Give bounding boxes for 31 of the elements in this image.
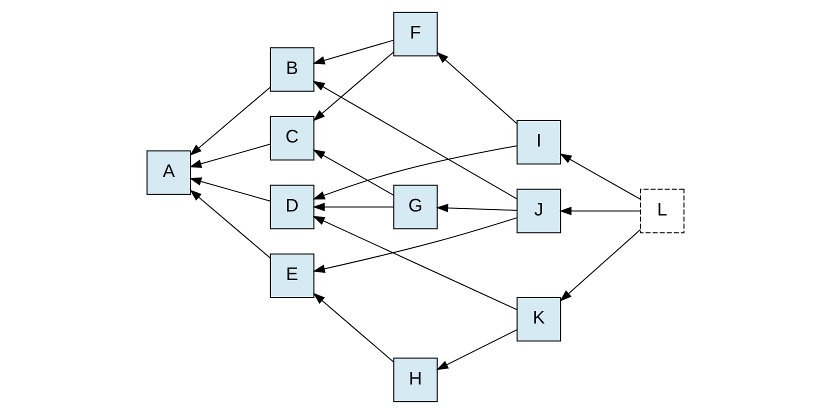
node-box: K <box>516 297 562 342</box>
arrow <box>560 229 641 302</box>
node-box: G <box>393 184 438 230</box>
arrow <box>436 329 518 370</box>
node-box: E <box>270 254 314 298</box>
arrow <box>436 204 517 212</box>
node-box: L <box>640 188 684 234</box>
arrow <box>312 149 394 196</box>
node-box: I <box>516 120 562 165</box>
arrow <box>436 52 518 124</box>
node-box: H <box>393 358 438 402</box>
node-box: A <box>146 150 192 195</box>
arrow <box>189 177 270 202</box>
arrow <box>312 202 394 212</box>
arrow <box>190 189 271 258</box>
arrow <box>189 144 270 168</box>
node-box: C <box>270 116 314 160</box>
node-box: F <box>393 12 438 56</box>
arrow <box>560 153 641 200</box>
arrow <box>312 80 518 200</box>
node-box: B <box>270 47 314 92</box>
arrow <box>190 86 271 156</box>
arrow <box>559 206 640 216</box>
node-box: D <box>270 184 314 230</box>
arrow <box>312 216 518 310</box>
arrow <box>312 40 394 64</box>
arrow <box>312 145 517 200</box>
arrow <box>312 52 394 122</box>
arrow <box>312 217 517 273</box>
node-box: J <box>516 188 562 234</box>
arrow <box>312 292 394 362</box>
